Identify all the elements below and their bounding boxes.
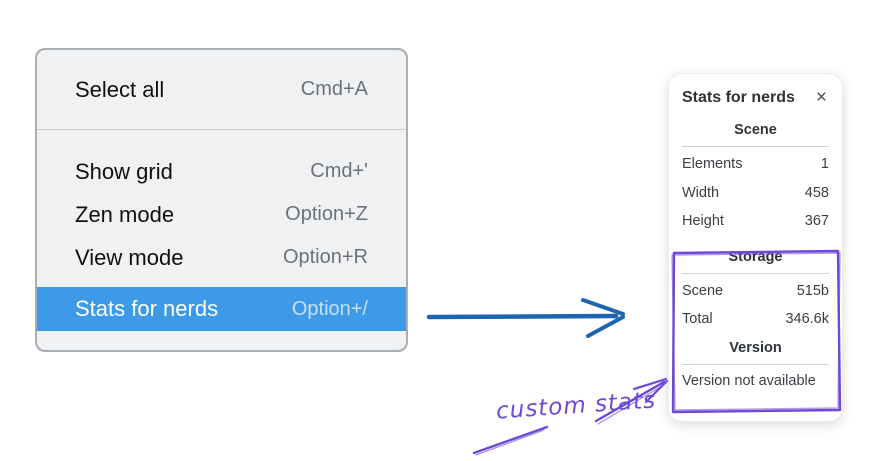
stats-panel: Stats for nerds × Scene Elements 1 Width…: [668, 73, 843, 422]
stat-row-total-size: Total 346.6k: [682, 305, 829, 334]
menu-spacer: [37, 130, 406, 150]
menu-item-show-grid[interactable]: Show grid Cmd+': [37, 150, 406, 193]
stat-row-height: Height 367: [682, 207, 829, 236]
menu-item-view-mode[interactable]: View mode Option+R: [37, 236, 406, 279]
menu-divider: [37, 129, 406, 130]
stat-label: Scene: [682, 282, 724, 299]
menu-item-label: Zen mode: [75, 201, 175, 227]
menu-item-label: Select all: [75, 76, 165, 102]
menu-item-shortcut: Cmd+': [310, 160, 368, 182]
menu-item-label: Stats for nerds: [75, 296, 219, 321]
panel-title: Stats for nerds: [682, 89, 795, 106]
menu-item-shortcut: Option+Z: [285, 203, 368, 225]
section-divider: [682, 363, 829, 365]
menu-item-label: View mode: [75, 244, 184, 270]
stat-value: 367: [804, 213, 829, 229]
pointer-arrow: [426, 298, 625, 338]
section-divider: [682, 146, 829, 147]
menu-item-zen-mode[interactable]: Zen mode Option+Z: [37, 193, 406, 236]
menu-spacer: [37, 279, 406, 287]
menu-item-shortcut: Option+R: [282, 246, 368, 268]
stat-label: Elements: [682, 156, 743, 172]
section-header-version: Version: [729, 339, 782, 356]
stat-value: 458: [804, 184, 829, 201]
stat-row-width: Width 458: [682, 179, 829, 208]
context-menu: Select all Cmd+A Show grid Cmd+' Zen mod…: [35, 48, 408, 352]
stats-panel-header: Stats for nerds ×: [682, 87, 829, 109]
custom-stats-arrow: [472, 377, 669, 456]
stat-value: 515b: [796, 282, 829, 299]
stat-row-scene-size: Scene 515b: [682, 277, 829, 306]
section-header-storage: Storage: [728, 248, 783, 265]
menu-item-stats-for-nerds[interactable]: Stats for nerds Option+/: [37, 287, 406, 331]
stat-value: 1: [820, 156, 829, 172]
section-divider: [682, 272, 829, 274]
menu-item-shortcut: Cmd+A: [300, 78, 368, 100]
section-header-scene: Scene: [734, 122, 777, 138]
menu-item-select-all[interactable]: Select all Cmd+A: [37, 50, 406, 129]
stat-label: Width: [682, 184, 720, 201]
menu-item-label: Show grid: [75, 158, 173, 184]
stat-label: Height: [682, 213, 724, 229]
menu-item-shortcut: Option+/: [291, 297, 368, 320]
stat-row-elements: Elements 1: [682, 150, 829, 179]
close-icon[interactable]: ×: [815, 87, 827, 108]
stat-label: Total: [682, 311, 713, 327]
custom-stats-annotation: custom stats: [495, 387, 657, 425]
version-note: Version not available: [682, 372, 816, 389]
stat-value: 346.6k: [785, 311, 829, 327]
